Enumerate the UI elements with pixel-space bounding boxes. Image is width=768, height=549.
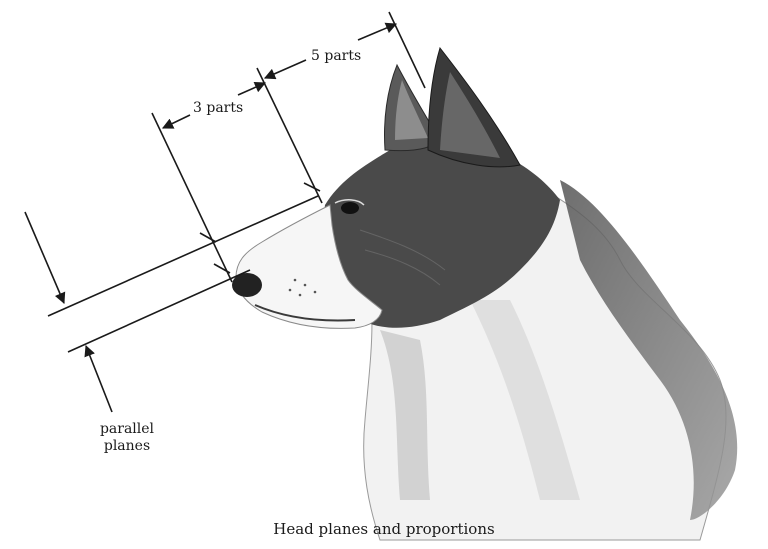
lower-plane-line: [67, 269, 251, 353]
dog-chest-shading: [380, 330, 430, 500]
dog-muzzle: [235, 204, 383, 329]
dog-illustration: [232, 46, 738, 541]
dog-neck-shading: [470, 300, 580, 500]
three-parts-arrow-right: [237, 81, 267, 96]
parallel-planes-label: parallel planes: [90, 421, 164, 455]
dog-head-mask: [323, 140, 560, 328]
dog-eye: [341, 202, 359, 214]
three-parts-label: 3 parts: [193, 100, 244, 116]
figure-caption: Head planes and proportions: [273, 520, 495, 538]
dog-mouth: [254, 304, 356, 322]
parallel-planes-label-line1: parallel: [99, 421, 155, 437]
guide-line-left: [151, 112, 233, 283]
upper-plane-line: [47, 195, 319, 317]
construction-lines: [24, 11, 426, 413]
five-parts-arrow-left: [263, 59, 307, 80]
three-parts-arrow-left: [161, 114, 191, 129]
five-parts-arrow-right: [357, 22, 398, 41]
dog-back-fur: [560, 180, 738, 520]
parallel-planes-label-line2: planes: [103, 438, 151, 454]
five-parts-label: 5 parts: [311, 48, 362, 64]
guide-line-middle: [256, 67, 323, 204]
plane-indicator-arrow: [24, 211, 66, 305]
parallel-planes-arrow: [84, 344, 113, 413]
dog-nose: [232, 273, 262, 297]
